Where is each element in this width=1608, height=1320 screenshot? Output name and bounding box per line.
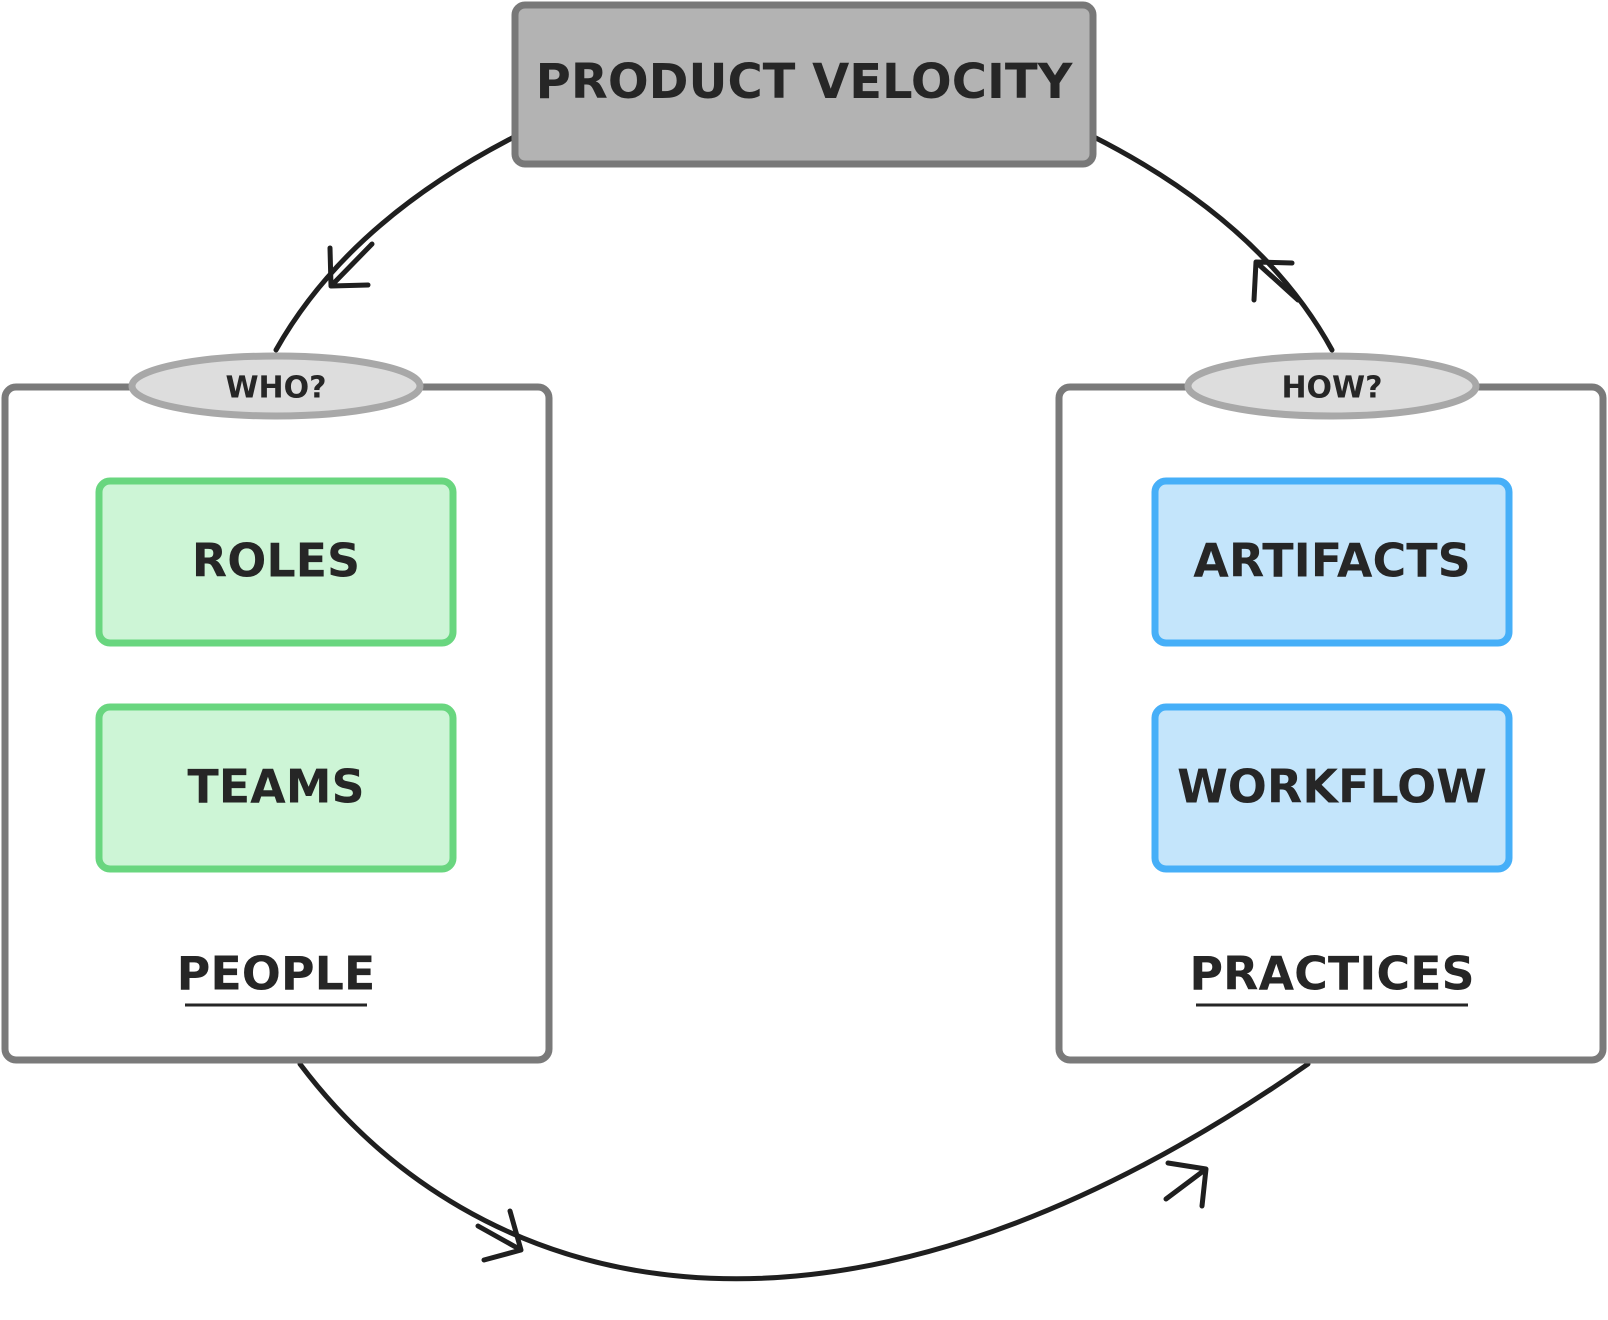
how-tag-label: HOW? <box>1281 371 1382 406</box>
arrow-down-left-icon <box>327 241 375 289</box>
arc-people-to-practices <box>297 1061 1311 1282</box>
roles-label: ROLES <box>192 534 360 588</box>
teams-label: TEAMS <box>187 760 364 814</box>
who-tag: WHO? <box>128 352 424 420</box>
people-label: PEOPLE <box>177 947 376 1001</box>
arrow-up-right-icon <box>1163 1160 1209 1209</box>
artifacts-label: ARTIFACTS <box>1193 534 1470 588</box>
arc-title-to-people <box>273 133 519 353</box>
title-box: PRODUCT VELOCITY <box>511 1 1097 168</box>
people-panel: WHO? ROLES TEAMS PEOPLE <box>1 352 553 1064</box>
arc-practices-to-title <box>1089 133 1335 353</box>
arrow-up-left-icon <box>1251 259 1301 303</box>
arrow-right-icon <box>475 1208 524 1263</box>
who-tag-label: WHO? <box>225 371 326 406</box>
workflow-label: WORKFLOW <box>1177 760 1487 814</box>
practices-label: PRACTICES <box>1189 947 1474 1001</box>
workflow-box: WORKFLOW <box>1151 703 1513 873</box>
artifacts-box: ARTIFACTS <box>1151 477 1513 647</box>
practices-panel: HOW? ARTIFACTS WORKFLOW PRACTICES <box>1055 352 1607 1064</box>
teams-box: TEAMS <box>95 703 457 873</box>
cycle-arrowheads <box>327 241 1301 1263</box>
how-tag: HOW? <box>1184 352 1480 420</box>
roles-box: ROLES <box>95 477 457 647</box>
cycle-arcs <box>273 133 1335 1282</box>
title-label: PRODUCT VELOCITY <box>536 54 1074 110</box>
